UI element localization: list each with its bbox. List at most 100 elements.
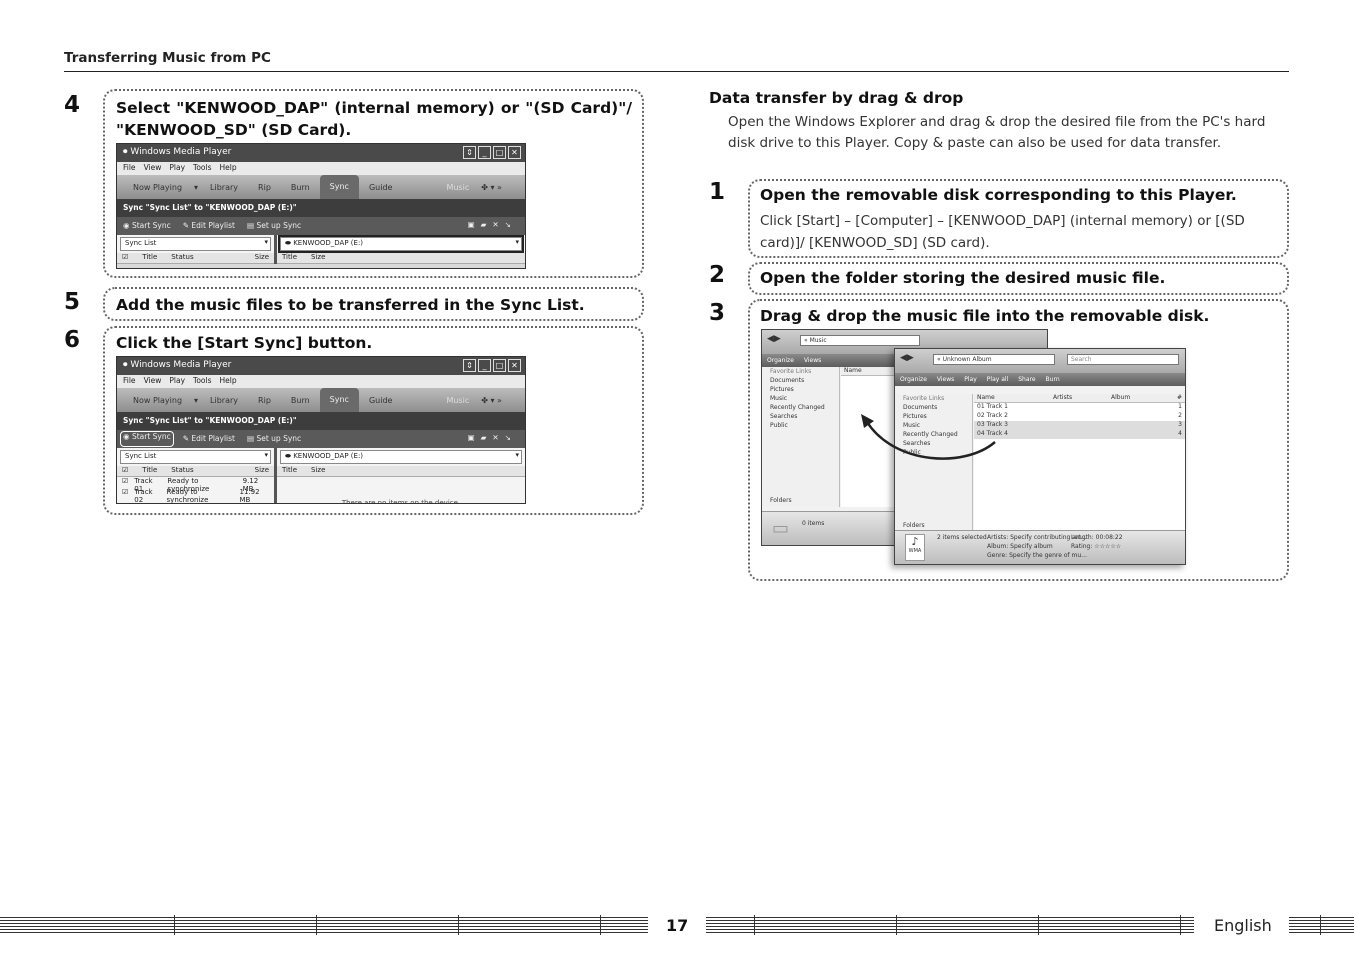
close-icon: ✕ (508, 146, 521, 159)
drag-arrow-icon (861, 414, 996, 460)
footer-tick (1038, 915, 1039, 935)
step-4-box (103, 89, 644, 278)
tab-sync: Sync (319, 388, 359, 412)
explorer-front-status: ♪WMA 2 items selected Artists: Specify c… (895, 530, 1185, 564)
explorer-search-input: Search (1067, 354, 1179, 365)
chevron-down-icon: ▾ (194, 182, 199, 192)
minimize-icon: _ (478, 146, 491, 159)
footer-tick (458, 915, 459, 935)
sync-header: Sync "Sync List" to "KENWOOD_DAP (E:)" (117, 199, 525, 217)
tab-sync: Sync (319, 175, 359, 199)
menu-file: File (123, 376, 136, 385)
nav-header: Favorite Links (903, 395, 945, 402)
wmp-title: Windows Media Player (130, 360, 232, 370)
section-title: Data transfer by drag & drop (709, 89, 964, 107)
nav-item-music: Music (770, 395, 788, 402)
wmp-sync-toolbar: ◉ Start Sync ✎ Edit Playlist ▤ Set up Sy… (117, 217, 525, 235)
wmp-app-icon: ⏺ (123, 147, 131, 157)
footer-tick (600, 915, 601, 935)
device-combo: ⬬ KENWOOD_DAP (E:)▾ (278, 235, 524, 253)
footer-tick (174, 915, 175, 935)
nav-item-pictures: Pictures (770, 386, 794, 393)
tab-guide: Guide (368, 182, 393, 192)
step-number-2: 2 (709, 262, 726, 288)
close-icon: ✕ (508, 359, 521, 372)
tab-rip: Rip (258, 395, 271, 405)
menu-play: Play (169, 376, 186, 385)
chevron-down-icon: ▾ (194, 395, 199, 405)
wmp-titlebar: ⏺ Windows Media Player ⇕_□✕ (117, 357, 525, 375)
set-up-sync-button: ▤ Set up Sync (246, 434, 302, 443)
maximize-icon: □ (493, 359, 506, 372)
tab-now-playing: Now Playing (133, 395, 183, 405)
wmp-tabs: Now Playing ▾ Library Rip Burn Sync Guid… (117, 388, 525, 412)
explorer-front-topbar: ◀▶ « Unknown Album Search (895, 349, 1185, 373)
nav-item-recently-changed: Recently Changed (770, 404, 825, 411)
wmp-titlebar: ⏺ Windows Media Player ⇕_□✕ (117, 144, 525, 162)
folders-toggle: Folders (770, 497, 792, 504)
menu-help: Help (219, 376, 237, 385)
step-2-title: Open the folder storing the desired musi… (760, 269, 1166, 287)
menu-view: View (143, 376, 162, 385)
start-sync-button: ◉ Start Sync (123, 221, 171, 230)
nav-item-documents: Documents (903, 404, 938, 411)
minimize-icon: _ (478, 359, 491, 372)
tab-rip: Rip (258, 182, 271, 192)
start-sync-button-highlighted: ◉ Start Sync (120, 431, 174, 447)
set-up-sync-button: ▤ Set up Sync (246, 221, 302, 230)
menu-view: View (143, 163, 162, 172)
step-5-title: Add the music files to be transferred in… (116, 296, 585, 314)
tab-library: Library (210, 395, 239, 405)
sync-list-combo: Sync List▾ (120, 237, 271, 251)
step-number-1: 1 (709, 179, 726, 205)
wmp-screenshot-start-sync: ⏺ Windows Media Player ⇕_□✕ File View Play… (116, 356, 526, 504)
nav-item-pictures: Pictures (903, 413, 927, 420)
tab-music: Music (446, 182, 470, 192)
nav-item-documents: Documents (770, 377, 805, 384)
step-1-body: Click [Start] – [Computer] – [KENWOOD_DA… (760, 213, 1245, 251)
step-2-box (748, 262, 1289, 295)
menu-tools: Tools (193, 163, 212, 172)
folder-icon: ▭ (772, 518, 790, 539)
footer-tick (1180, 915, 1181, 935)
footer-tick (316, 915, 317, 935)
restore-icon: ⇕ (463, 146, 476, 159)
music-file-icon: ♪WMA (905, 534, 925, 561)
explorer-back-address: « Music (800, 335, 920, 346)
tab-library: Library (210, 182, 239, 192)
edit-playlist-button: ✎ Edit Playlist (182, 221, 235, 230)
step-4-title: Select "KENWOOD_DAP" (internal memory) o… (116, 99, 632, 139)
step-6-title: Click the [Start Sync] button. (116, 334, 373, 352)
nav-header: Favorite Links (770, 368, 812, 375)
page-section-title: Transferring Music from PC (64, 50, 271, 66)
edit-playlist-button: ✎ Edit Playlist (182, 434, 235, 443)
nav-item-searches: Searches (903, 440, 931, 447)
step-number-6: 6 (64, 327, 81, 353)
explorer-front-address: « Unknown Album (933, 354, 1055, 365)
menu-help: Help (219, 163, 237, 172)
tab-music: Music (446, 395, 470, 405)
toolbar-icons: ▣▰✕↘ (467, 433, 517, 442)
step-6-box (103, 326, 644, 515)
back-icon: ◀▶ (900, 353, 914, 363)
step-1-title: Open the removable disk corresponding to… (760, 186, 1237, 204)
toolbar-icons: ▣▰✕↘ (467, 220, 517, 229)
menu-file: File (123, 163, 136, 172)
wmp-sync-toolbar: ◉ Start Sync ✎ Edit Playlist ▤ Set up Sy… (117, 430, 525, 448)
nav-item-searches: Searches (770, 413, 798, 420)
footer-tick (754, 915, 755, 935)
